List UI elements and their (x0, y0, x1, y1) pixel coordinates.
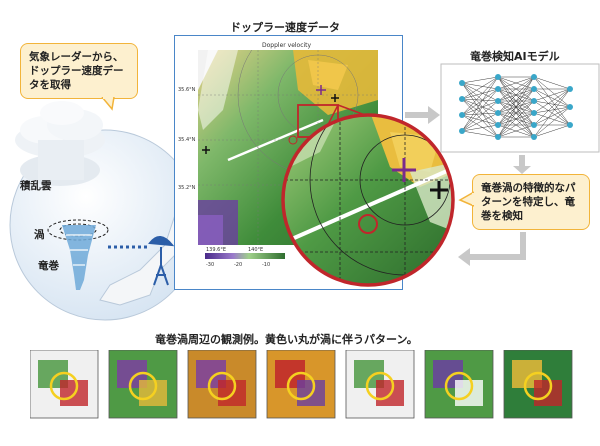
zoom-circle (281, 113, 455, 287)
examples-strip (30, 350, 573, 419)
nn-node (459, 96, 465, 102)
example-tile (424, 350, 494, 419)
nn-node (531, 74, 537, 80)
cumulonimbus-cloud (15, 101, 105, 186)
example-tile (108, 350, 178, 419)
marker-red-circle (288, 135, 298, 145)
highlight-ring (444, 371, 474, 401)
model-title: 竜巻検知AIモデル (470, 50, 560, 63)
example-tile (345, 350, 415, 419)
label-cloud: 積乱雲 (20, 180, 52, 192)
nn-node (567, 104, 573, 110)
zoom-marker-red-circle (358, 214, 378, 234)
highlight-ring (286, 371, 316, 401)
zoom-marker-black-plus (430, 181, 448, 199)
x-tick-2: 140°E (248, 247, 264, 253)
cb-tick-3: -10 (262, 262, 271, 268)
label-tornado: 竜巻 (38, 260, 59, 272)
marker-purple-plus (316, 85, 326, 95)
example-tile (503, 350, 573, 419)
arrow-to-model (405, 106, 440, 124)
tornado-funnel (62, 225, 96, 290)
arrow-back (458, 232, 526, 266)
callout-radar: 気象レーダーから、ドップラー速度データを取得 (20, 43, 138, 99)
arrow-to-detect (513, 155, 531, 174)
cb-tick-2: -20 (234, 262, 243, 268)
nn-node (567, 122, 573, 128)
nn-node (495, 134, 501, 140)
nn-node (531, 98, 537, 104)
label-vortex: 渦 (34, 229, 45, 241)
cb-tick-1: -30 (206, 262, 215, 268)
nn-node (531, 86, 537, 92)
x-tick-1: 139.6°E (206, 247, 226, 253)
vortex-ring-outer (47, 219, 109, 241)
example-tile (266, 350, 336, 419)
nn-node (459, 112, 465, 118)
y-tick-3: 35.2°N (178, 185, 196, 191)
callout-detect-tail (458, 191, 474, 207)
nn-node (495, 110, 501, 116)
vortex-ring-inner (59, 223, 97, 237)
highlight-ring (365, 371, 395, 401)
callout-radar-tail (101, 97, 115, 111)
nn-node (567, 86, 573, 92)
neural-network-icon (440, 63, 600, 153)
callout-radar-text: 気象レーダーから、ドップラー速度データを取得 (29, 51, 124, 91)
highlight-ring (207, 371, 237, 401)
nn-node (531, 110, 537, 116)
colorbar (205, 253, 285, 259)
y-tick-1: 35.6°N (178, 87, 196, 93)
nn-node (459, 128, 465, 134)
globe-scene (9, 101, 206, 321)
nn-node (531, 122, 537, 128)
example-tile (30, 350, 99, 419)
nn-node (495, 98, 501, 104)
nn-node (495, 122, 501, 128)
nn-node (459, 80, 465, 86)
marker-black-plus-1 (331, 94, 339, 102)
plot-title: Doppler velocity (262, 42, 312, 49)
radar-dish-icon (148, 236, 175, 286)
nn-node (531, 134, 537, 140)
y-tick-2: 35.4°N (178, 137, 196, 143)
highlight-ring (49, 371, 79, 401)
nn-node (495, 74, 501, 80)
callout-detect-text: 竜巻渦の特徴的なパターンを特定し、竜巻を検知 (481, 182, 576, 222)
zoom-marker-purple-plus (392, 158, 416, 182)
examples-title: 竜巻渦周辺の観測例。黄色い丸が渦に伴うパターン。 (155, 333, 418, 346)
doppler-title: ドップラー速度データ (230, 21, 340, 34)
example-tile (187, 350, 257, 419)
highlight-ring (523, 371, 553, 401)
highlight-ring (128, 371, 158, 401)
nn-node (495, 86, 501, 92)
marker-black-plus-2 (202, 146, 210, 154)
